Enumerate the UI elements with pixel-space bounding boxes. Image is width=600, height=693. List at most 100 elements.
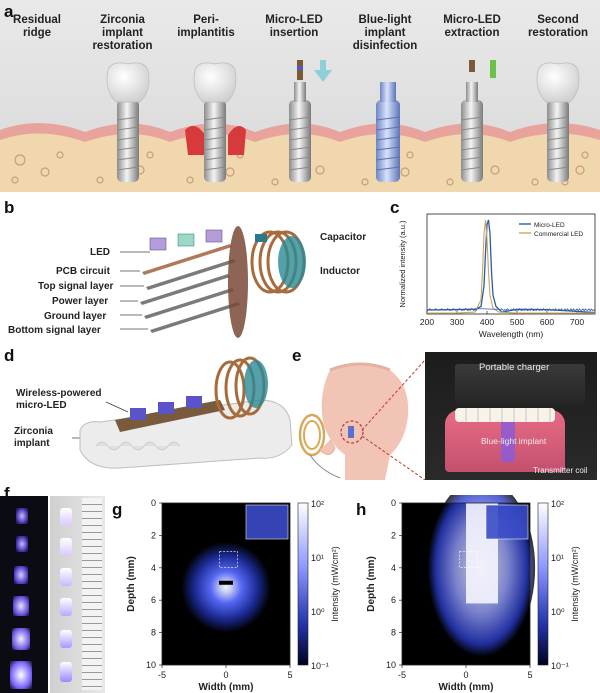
legend-label: Commercial LED <box>534 231 583 238</box>
colorbar-tick-label: 10¹ <box>551 553 564 563</box>
x-axis-label: Wavelength (nm) <box>479 329 544 339</box>
x-axis-label: Width (mm) <box>439 682 494 693</box>
y-tick-label: 0 <box>151 498 156 508</box>
implant-peri-implantitis <box>185 62 246 182</box>
coil-assembly <box>214 356 268 420</box>
light-glow <box>181 541 271 633</box>
series-noise-micro-led <box>426 308 596 312</box>
y-tick-label: 6 <box>391 595 396 605</box>
implant-blue-light <box>375 82 401 182</box>
layer-label-power: Power layer <box>52 296 109 307</box>
colorbar-tick-label: 10² <box>311 499 324 509</box>
x-axis-label: Width (mm) <box>199 682 254 693</box>
label-wireless-micro-led: Wireless-powered micro-LED <box>16 388 102 411</box>
stage-label-micro-led-extraction: Micro-LED extraction <box>443 14 501 39</box>
x-tick-label: 300 <box>450 317 464 327</box>
label-zirconia-implant: Zirconia implant <box>14 426 53 449</box>
layer-strips <box>140 244 240 333</box>
layer-label-top-signal: Top signal layer <box>38 281 114 292</box>
implant-cross-section <box>72 356 293 469</box>
layer-label-pcb: PCB circuit <box>56 266 110 277</box>
stage-label-blue-light-disinfection: Blue-light implant disinfection <box>352 14 418 52</box>
y-tick-label: 2 <box>391 530 396 540</box>
stage-label-zirconia-restoration: Zirconia implant restoration <box>92 14 153 52</box>
zoom-inset <box>485 504 529 540</box>
y-tick-label: 4 <box>151 563 156 573</box>
layer-label-bottom-signal: Bottom signal layer <box>8 325 101 336</box>
transmitter-coil-hand <box>298 413 341 479</box>
colorbar-tick-label: 10² <box>551 499 564 509</box>
y-tick-label: 8 <box>151 628 156 638</box>
colorbar-tick-label: 10¹ <box>311 553 324 563</box>
x-tick-label: 400 <box>480 317 494 327</box>
x-tick-label: 5 <box>287 670 292 680</box>
x-tick-label: 200 <box>420 317 434 327</box>
stage-label-micro-led-insertion: Micro-LED insertion <box>265 14 323 39</box>
plot-frame <box>426 213 596 315</box>
led-source <box>219 580 233 585</box>
panel-letter-h: h <box>356 500 367 519</box>
colorbar-tick-label: 10⁻¹ <box>551 661 569 671</box>
y-tick-label: 10 <box>386 660 396 670</box>
implant-micro-led-extraction <box>460 60 496 182</box>
label-capacitor: Capacitor <box>320 232 367 243</box>
x-tick-label: -5 <box>398 670 406 680</box>
colorbar-label: Intensity (mW/cm²) <box>330 546 340 622</box>
pcb-disc <box>228 226 248 338</box>
x-tick-label: -5 <box>158 670 166 680</box>
panel-letter-e: e <box>292 346 302 365</box>
panel-a-illustration <box>0 60 600 192</box>
panel-letter-f: f <box>4 484 10 503</box>
stage-label-residual-ridge: Residual ridge <box>13 14 61 39</box>
colorbar-tick-label: 10⁰ <box>311 607 325 617</box>
photo-led-dark <box>0 496 48 693</box>
implant-zirconia-restoration <box>106 62 150 182</box>
legend-label: Micro-LED <box>534 222 565 229</box>
led-chips <box>149 229 223 251</box>
y-tick-label: 2 <box>151 530 156 540</box>
y-axis-label: Depth (mm) <box>126 556 137 612</box>
stage-label-peri-implantitis: Peri-implantitis <box>177 14 235 39</box>
y-tick-label: 4 <box>391 563 396 573</box>
x-tick-label: 600 <box>540 317 554 327</box>
layer-label-led: LED <box>90 247 110 258</box>
label-transmitter-coil: Transmitter coil <box>533 466 588 475</box>
bone-texture <box>11 151 589 186</box>
panel-letter-d: d <box>4 346 15 365</box>
panel-letter-b: b <box>4 198 15 217</box>
pcb-exploded-diagram <box>120 226 306 338</box>
panel-letter-c: c <box>390 198 400 217</box>
inductor-coil <box>250 230 306 294</box>
y-tick-label: 8 <box>391 628 396 638</box>
patient-illustration <box>298 360 425 480</box>
layer-label-ground: Ground layer <box>44 311 107 322</box>
panel-letter-g: g <box>112 500 123 519</box>
x-tick-label: 700 <box>570 317 584 327</box>
series-line-commercial-led <box>427 219 595 314</box>
implant-second-restoration <box>536 62 580 182</box>
y-axis-label: Normalized intensity (a.u.) <box>398 220 407 308</box>
label-inductor: Inductor <box>320 266 360 277</box>
implant-micro-led-insertion <box>288 60 332 182</box>
y-tick-label: 6 <box>151 595 156 605</box>
colorbar-label: Intensity (mW/cm²) <box>570 546 580 622</box>
panel-letter-a: a <box>4 2 14 21</box>
x-tick-label: 0 <box>223 670 228 680</box>
capacitor-chip <box>255 234 267 242</box>
label-portable-charger: Portable charger <box>479 362 550 373</box>
y-tick-label: 10 <box>146 660 156 670</box>
y-tick-label: 0 <box>391 498 396 508</box>
colorbar <box>297 502 309 666</box>
colorbar-tick-label: 10⁰ <box>551 607 565 617</box>
colorbar-tick-label: 10⁻¹ <box>311 661 329 671</box>
label-blue-light-implant: Blue-light implant <box>481 436 547 446</box>
x-tick-label: 5 <box>527 670 532 680</box>
micro-led-chips <box>130 396 202 420</box>
photo-portable-charger: Portable charger Blue-light implant Tran… <box>425 352 597 480</box>
zoom-inset <box>245 504 289 540</box>
colorbar <box>537 502 549 666</box>
x-tick-label: 500 <box>510 317 524 327</box>
